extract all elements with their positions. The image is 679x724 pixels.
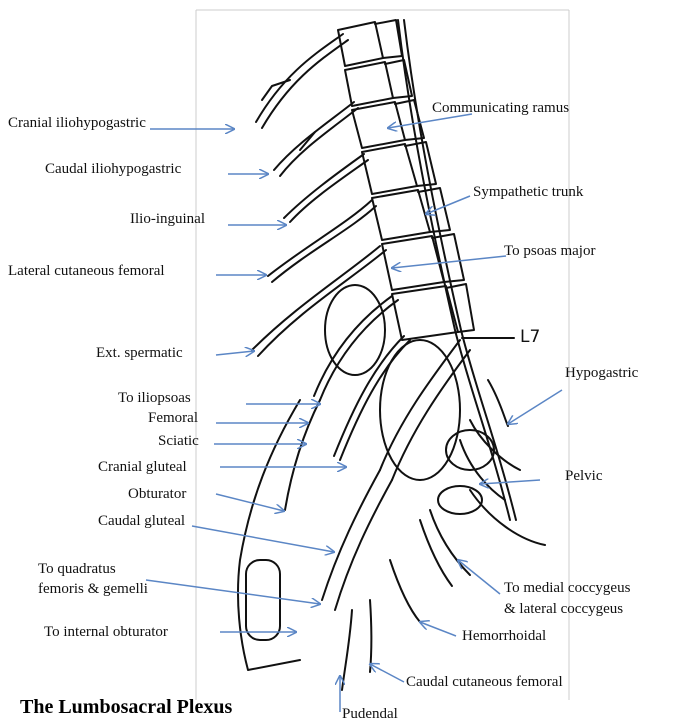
label-sympathetic-trunk: Sympathetic trunk: [473, 183, 583, 201]
label-sciatic: Sciatic: [158, 432, 199, 450]
label-femoral: Femoral: [148, 409, 198, 427]
label-cranial-gluteal: Cranial gluteal: [98, 458, 187, 476]
arrow-ext-spermatic: [216, 351, 254, 355]
label-caudal-gluteal: Caudal gluteal: [98, 512, 185, 530]
label-lateral-coccygeus: & lateral coccygeus: [504, 600, 623, 618]
label-hemorrhoidal: Hemorrhoidal: [462, 627, 546, 645]
label-to-internal-obturator: To internal obturator: [44, 623, 168, 641]
arrow-caudal-cutaneous-femoral: [370, 664, 404, 682]
label-ext-spermatic: Ext. spermatic: [96, 344, 183, 362]
label-l7-marker: L7: [520, 328, 540, 346]
label-to-iliopsoas: To iliopsoas: [118, 389, 191, 407]
label-to-psoas-major: To psoas major: [504, 242, 595, 260]
label-communicating-ramus: Communicating ramus: [432, 99, 569, 117]
arrow-hypogastric: [508, 390, 562, 424]
arrow-obturator: [216, 494, 284, 511]
nerve-sketch: [238, 20, 545, 690]
arrow-pelvic: [480, 480, 540, 484]
label-lateral-cutaneous-femoral: Lateral cutaneous femoral: [8, 262, 165, 280]
arrow-to-quadratus: [146, 580, 320, 604]
label-hypogastric: Hypogastric: [565, 364, 638, 382]
label-to-medial-coccygeus: To medial coccygeus: [504, 579, 630, 597]
label-caudal-iliohypogastric: Caudal iliohypogastric: [45, 160, 181, 178]
arrow-caudal-gluteal: [192, 526, 334, 552]
label-femoris-gemelli: femoris & gemelli: [38, 580, 148, 598]
label-pelvic: Pelvic: [565, 467, 603, 485]
arrow-to-psoas-major: [392, 256, 506, 268]
label-to-quadratus: To quadratus: [38, 560, 116, 578]
label-obturator: Obturator: [128, 485, 186, 503]
label-ilio-inguinal: Ilio-inguinal: [130, 210, 205, 228]
arrow-hemorrhoidal: [420, 622, 456, 636]
label-cranial-iliohypogastric: Cranial iliohypogastric: [8, 114, 146, 132]
label-caudal-cutaneous-femoral: Caudal cutaneous femoral: [406, 673, 563, 691]
label-pudendal: Pudendal: [342, 705, 398, 723]
diagram-title: The Lumbosacral Plexus: [20, 696, 232, 719]
pointer-arrows: [146, 114, 562, 712]
arrow-to-medial-coccygeus: [458, 560, 500, 594]
